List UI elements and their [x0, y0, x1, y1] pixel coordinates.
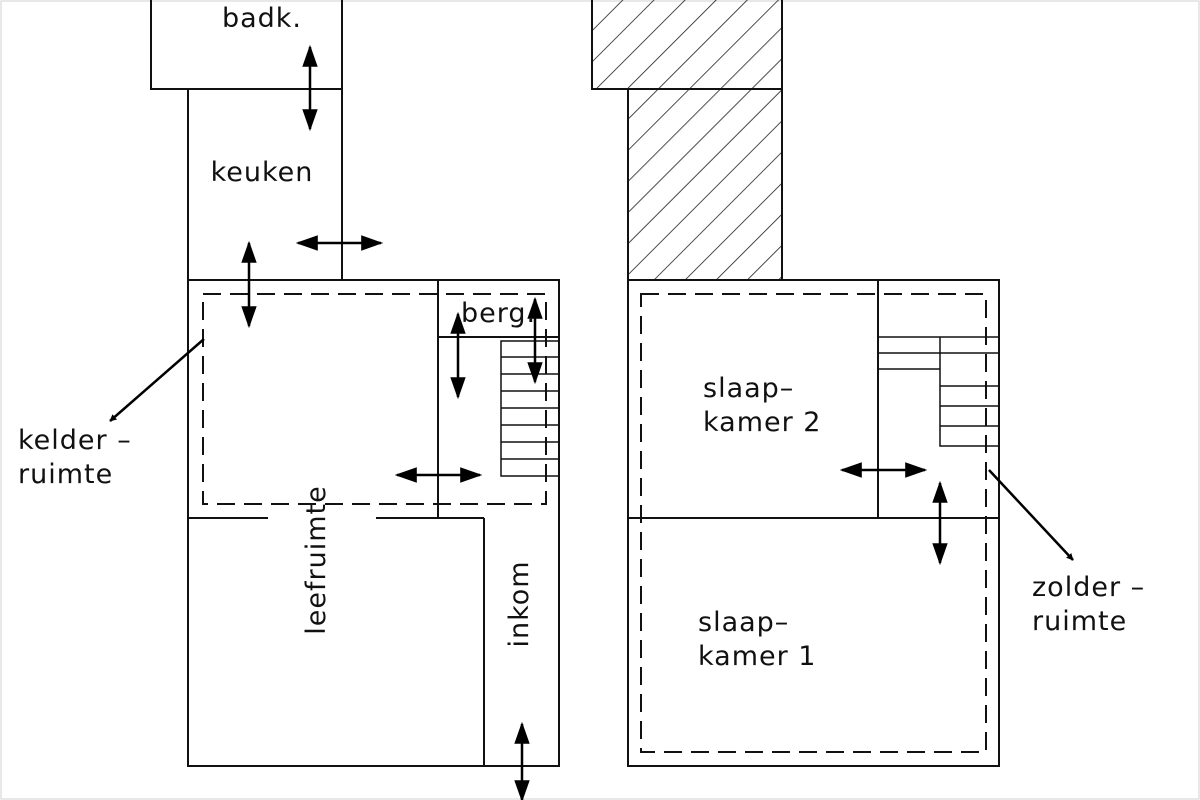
label-attic-line1: zolder – [1032, 572, 1145, 603]
cellar-pointer-arrow [109, 338, 205, 422]
label-bedroom1-line2: kamer 1 [698, 641, 816, 672]
bathroom-wall [150, 0, 343, 90]
cellar-outline [202, 293, 547, 505]
label-storage: berg. [461, 298, 536, 329]
label-bedroom2-line1: slaap– [703, 373, 794, 404]
label-bathroom: badk. [222, 3, 302, 34]
main-outer-wall [187, 279, 560, 767]
upper-floor: slaap– kamer 2 slaap– kamer 1 zolder – r… [591, 0, 1145, 767]
attic-outline [640, 293, 987, 753]
hatched-annex-bottom [627, 88, 783, 281]
label-attic-line2: ruimte [1032, 606, 1127, 637]
ground-floor: badk. keuken berg. kelder – ruimte leefr… [18, 0, 560, 800]
hatched-annex-top [591, 0, 783, 90]
staircase-upper [878, 336, 999, 447]
staircase-ground [500, 340, 560, 477]
label-bedroom2-line2: kamer 2 [703, 407, 821, 438]
label-entrance: inkom [504, 560, 535, 647]
attic-pointer-arrow [988, 469, 1074, 561]
upper-outer-wall [627, 279, 1000, 767]
label-cellar-line1: kelder – [18, 425, 132, 456]
label-kitchen: keuken [211, 157, 314, 188]
label-cellar-line2: ruimte [18, 459, 113, 490]
label-bedroom1-line1: slaap– [698, 607, 789, 638]
label-living: leefruimte [301, 485, 332, 634]
